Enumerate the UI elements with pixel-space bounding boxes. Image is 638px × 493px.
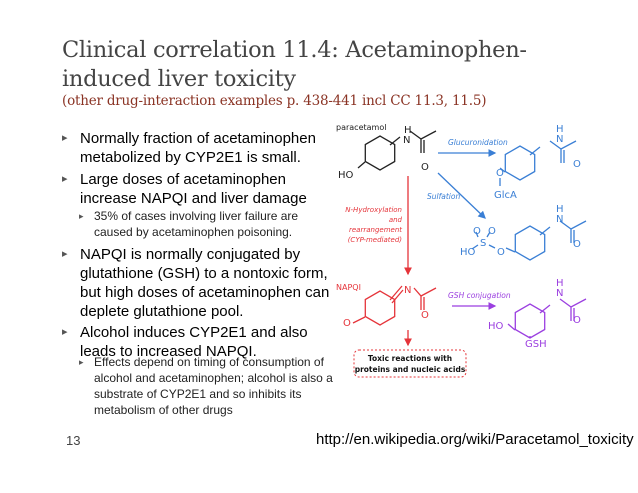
bond bbox=[389, 130, 437, 153]
atom-label: O bbox=[488, 226, 496, 237]
sub-bullet-text: 35% of cases involving liver failure are… bbox=[94, 209, 299, 239]
atom-label: H bbox=[404, 125, 412, 136]
atom-label: N bbox=[556, 288, 563, 299]
bond bbox=[413, 287, 437, 310]
sub-bullet-text: Effects depend on timing of consumption … bbox=[94, 355, 333, 417]
bond bbox=[357, 161, 366, 169]
atom-label: O bbox=[421, 162, 429, 173]
glca-label: GlcA bbox=[494, 190, 517, 201]
bond bbox=[507, 323, 531, 338]
bullet-marker-icon: ▸ bbox=[79, 211, 84, 221]
glucuronidation-label: Glucuronidation bbox=[448, 138, 508, 147]
atom-label: HO bbox=[460, 247, 476, 258]
atom-label: HO bbox=[488, 321, 504, 332]
atom-label: N bbox=[404, 285, 411, 296]
pathway-label: (CYP-mediated) bbox=[348, 236, 403, 244]
atom-label: O bbox=[343, 318, 351, 329]
atom-label: O bbox=[497, 247, 505, 258]
atom-label: O bbox=[573, 159, 581, 170]
atom-label: HO bbox=[338, 170, 354, 181]
pathway-label: and bbox=[389, 216, 403, 224]
pathway-label: rearrangement bbox=[349, 226, 402, 234]
bond bbox=[352, 316, 366, 324]
acetaminophen-metabolism-diagram: paracetamol H N O HO Glucuronidation H N… bbox=[336, 123, 587, 378]
bullet: ▸ NAPQI is normally conjugated by glutath… bbox=[62, 245, 340, 321]
title-line-2: induced liver toxicity bbox=[62, 66, 296, 92]
atom-label: O bbox=[421, 310, 429, 321]
atom-label: O bbox=[573, 239, 581, 250]
bullet-marker-icon: ▸ bbox=[62, 132, 68, 144]
atom-label: O bbox=[573, 315, 581, 326]
bond bbox=[504, 145, 536, 181]
bullet-text: Large doses of acetaminophen increase NA… bbox=[80, 171, 307, 207]
atom-label: O bbox=[496, 168, 504, 179]
bond bbox=[529, 140, 577, 163]
page-number: 13 bbox=[66, 433, 81, 448]
atom-label: N bbox=[556, 134, 563, 145]
bond bbox=[471, 231, 516, 253]
sub-bullet: ▸ Effects depend on timing of consumption… bbox=[79, 354, 339, 418]
toxic-label: proteins and nucleic acids bbox=[355, 365, 466, 374]
slide-title: Clinical correlation 11.4: Acetaminophen… bbox=[62, 36, 527, 94]
gsh-conjugation-label: GSH conjugation bbox=[448, 291, 511, 300]
bond bbox=[499, 167, 506, 186]
reaction-arrow bbox=[437, 172, 486, 219]
atom-label: H bbox=[556, 278, 564, 289]
bullet-text: Alcohol induces CYP2E1 and also leads to… bbox=[80, 324, 308, 360]
bullet-marker-icon: ▸ bbox=[62, 248, 68, 260]
napqi-label: NAPQI bbox=[336, 283, 361, 292]
source-url[interactable]: http://en.wikipedia.org/wiki/Paracetamol… bbox=[316, 431, 634, 448]
bullet-marker-icon: ▸ bbox=[79, 357, 84, 367]
bond bbox=[389, 285, 404, 304]
bullet-text: NAPQI is normally conjugated by glutathi… bbox=[80, 246, 330, 320]
paracetamol-label: paracetamol bbox=[336, 123, 386, 132]
bond bbox=[514, 303, 546, 339]
title-line-1: Clinical correlation 11.4: Acetaminophen… bbox=[62, 37, 527, 63]
bullet: ▸ Normally fraction of acetaminophen meta… bbox=[62, 129, 340, 167]
sub-bullet: ▸ 35% of cases involving liver failure ar… bbox=[79, 208, 339, 240]
bullet: ▸ Alcohol induces CYP2E1 and also leads t… bbox=[62, 323, 340, 361]
pathway-label: N-Hydroxylation bbox=[345, 206, 402, 214]
bullet-marker-icon: ▸ bbox=[62, 326, 68, 338]
atom-label: O bbox=[473, 226, 481, 237]
atom-label: N bbox=[556, 214, 563, 225]
toxic-label: Toxic reactions with bbox=[368, 354, 452, 363]
bullet-marker-icon: ▸ bbox=[62, 173, 68, 185]
bullet: ▸ Large doses of acetaminophen increase N… bbox=[62, 170, 340, 208]
bond bbox=[364, 135, 396, 171]
bond bbox=[539, 220, 587, 243]
bullet-text: Normally fraction of acetaminophen metab… bbox=[80, 130, 316, 166]
sulfation-label: Sulfation bbox=[427, 192, 460, 201]
toxic-reactions-box bbox=[353, 349, 467, 378]
atom-label: N bbox=[403, 135, 410, 146]
slide-subtitle: (other drug-interaction examples p. 438-… bbox=[62, 93, 487, 109]
atom-label: S bbox=[480, 238, 486, 249]
atom-label: H bbox=[556, 124, 564, 135]
atom-label: H bbox=[556, 204, 564, 215]
bond bbox=[514, 225, 546, 261]
atom-label: GSH bbox=[525, 339, 547, 350]
bond bbox=[539, 298, 587, 321]
bond bbox=[364, 290, 396, 326]
